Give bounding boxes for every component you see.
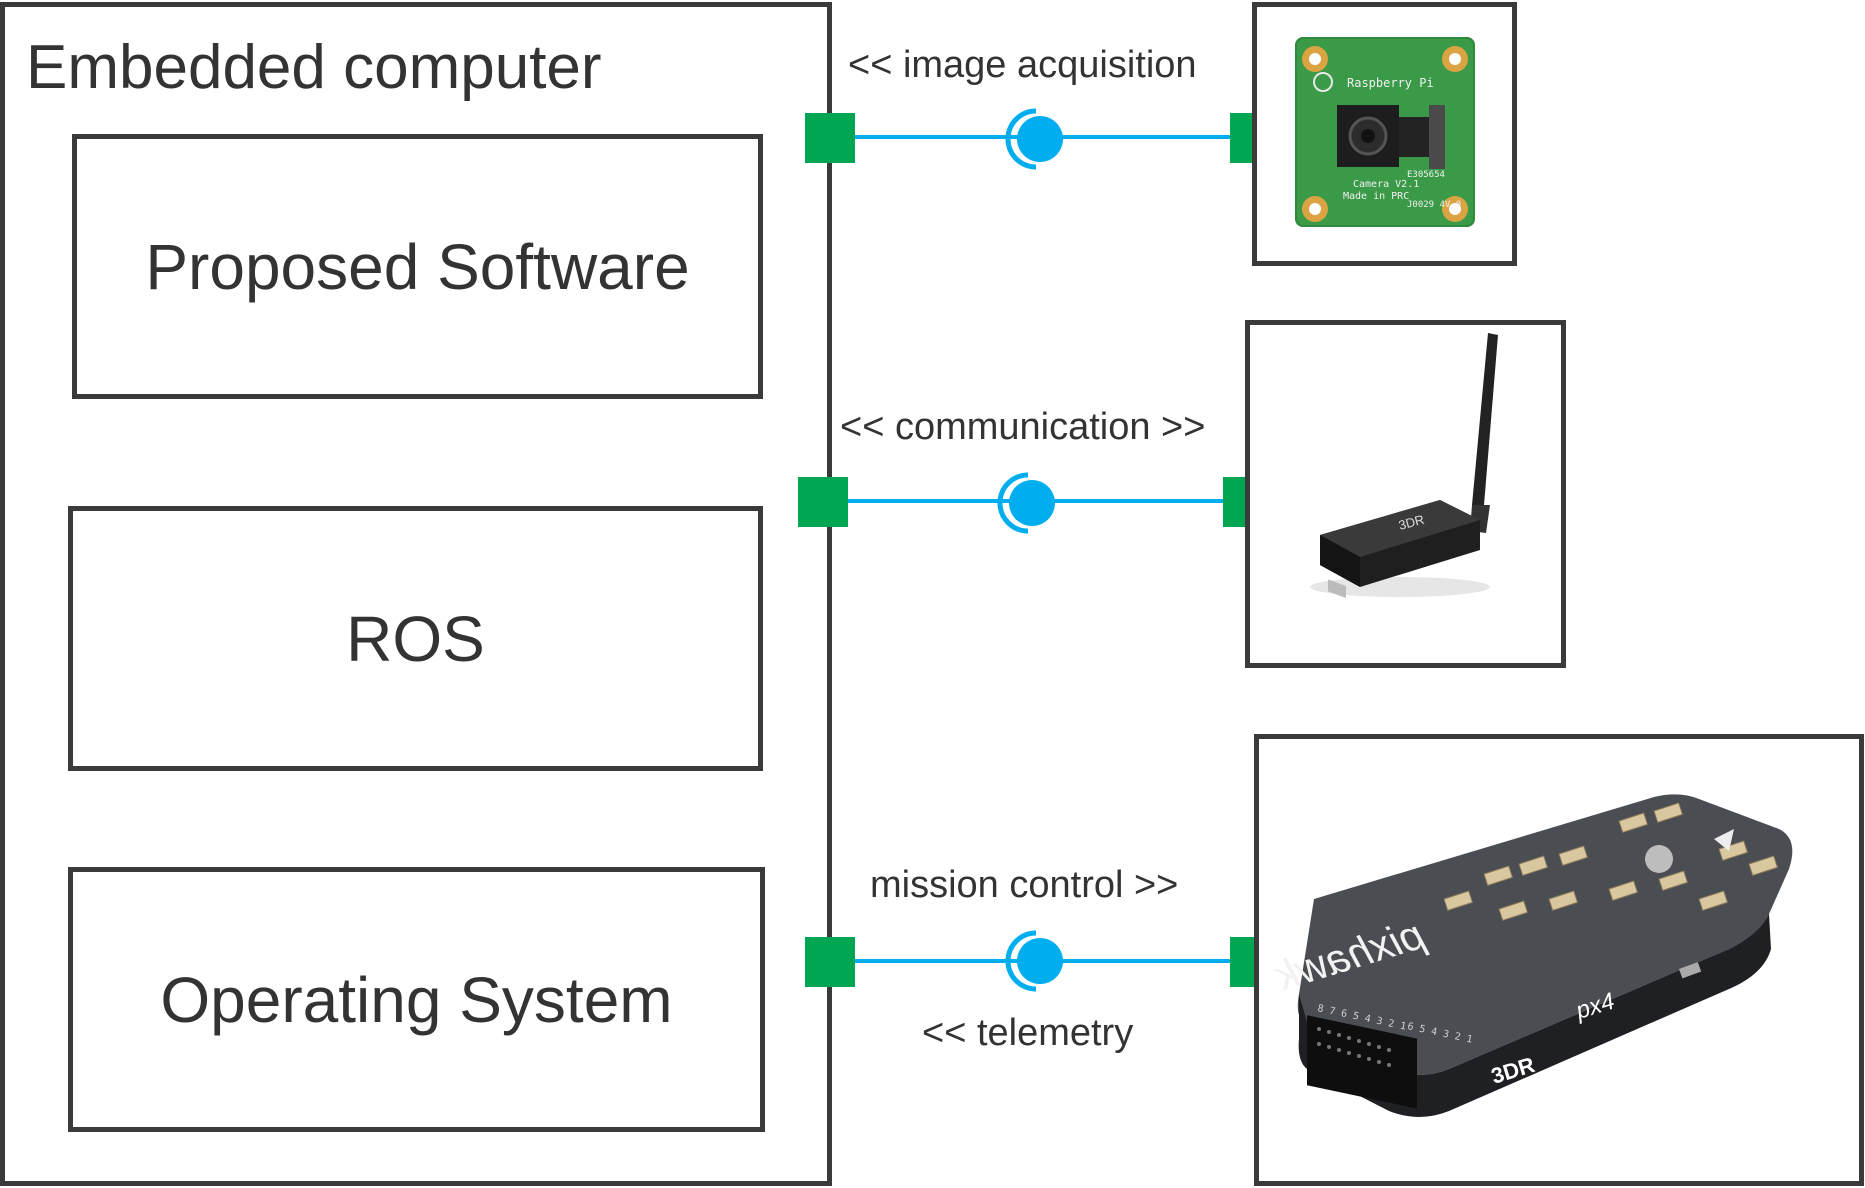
pixhawk-flight-controller-image: pixhawk px4 3DR 8 7 6 5 4 3 2 1 6 5 4 3 … [1268,794,1793,1117]
port-left [798,477,848,527]
device-brand: 3DR [1397,512,1426,533]
board-text: Raspberry Pi [1347,76,1434,90]
layer-operating-system: Operating System [68,867,765,1132]
embedded-computer-title: Embedded computer [26,33,602,102]
layer-ros: ROS [68,506,763,771]
interface-socket-icon [1005,108,1063,170]
layer-label: ROS [346,602,485,675]
layer-label: Proposed Software [145,230,690,303]
board-text: E305654 [1407,170,1445,180]
connection-label-telemetry: << telemetry [922,1012,1134,1054]
raspberry-pi-camera-image: Raspberry Pi Camera V2.1 Made in PRC E30… [1295,37,1475,227]
board-text: J0029 4V-0 [1407,200,1461,210]
board-text: Camera V2.1 [1353,179,1419,190]
telemetry-radio-image: 3DR [1310,333,1498,598]
board-text: Made in PRC [1343,191,1409,202]
port-left [805,937,855,987]
interface-socket-icon [997,472,1055,534]
interface-socket-icon [1005,930,1063,992]
device-radio-box: 3DR [1245,320,1566,668]
port-left [805,113,855,163]
device-pixhawk-box: pixhawk px4 3DR 8 7 6 5 4 3 2 1 6 5 4 3 … [1254,734,1864,1186]
connection-label-mission-control: mission control >> [870,864,1179,906]
layer-proposed-software: Proposed Software [72,134,763,399]
connection-label-image-acquisition: << image acquisition [848,44,1197,86]
pin-header [1307,1015,1417,1109]
layer-label: Operating System [160,963,673,1036]
connection-label-communication: << communication >> [840,406,1206,448]
device-camera-box: Raspberry Pi Camera V2.1 Made in PRC E30… [1252,2,1517,266]
